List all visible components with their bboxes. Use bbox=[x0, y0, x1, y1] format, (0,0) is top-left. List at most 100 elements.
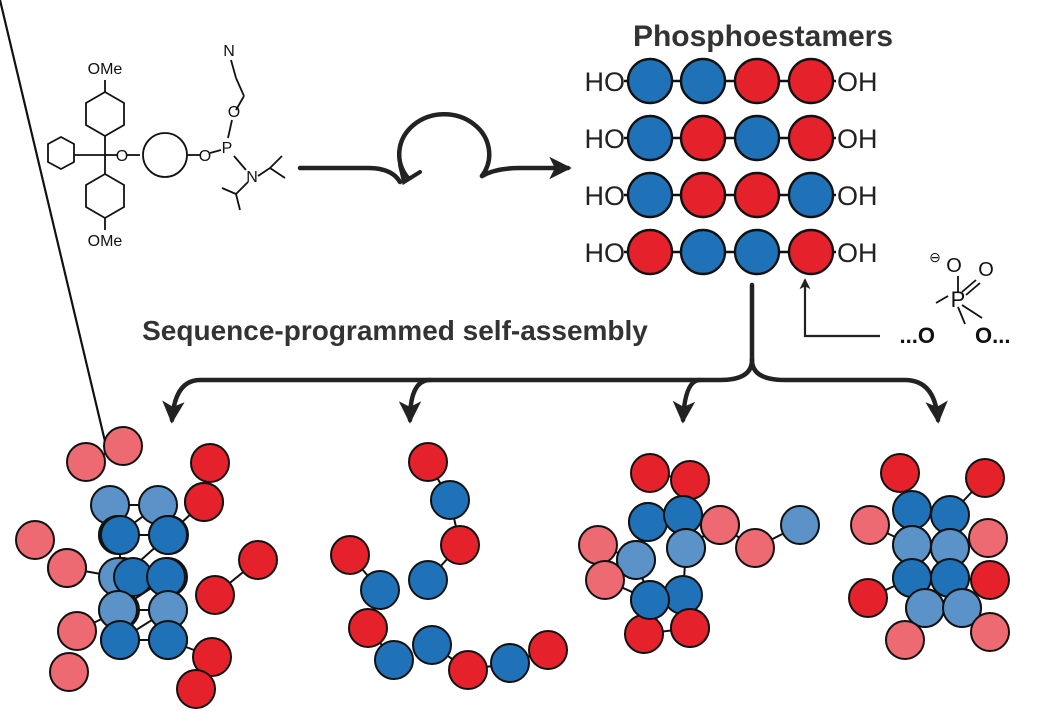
blue-monomer-bead bbox=[733, 228, 781, 276]
light-red-bead bbox=[700, 505, 740, 545]
light-red-bead bbox=[57, 611, 97, 651]
phosphate-backbone-structure: P O O ⊖ ...O O... bbox=[900, 249, 1011, 348]
phosphoramidite-monomer-structure bbox=[47, 59, 286, 230]
red-bead bbox=[965, 458, 1005, 498]
sequence-row: HO OH bbox=[585, 57, 878, 105]
red-bead bbox=[348, 608, 388, 648]
cycle-outlet-arrow bbox=[479, 156, 572, 180]
red-monomer-bead bbox=[787, 57, 835, 105]
light-red-bead bbox=[47, 548, 87, 588]
light-blue-bead bbox=[616, 540, 656, 580]
light-blue-bead bbox=[780, 505, 820, 545]
light-red-bead bbox=[885, 620, 925, 660]
phosphate-phosphorus-label: P bbox=[951, 287, 966, 312]
red-bead bbox=[192, 637, 232, 677]
linker-ring bbox=[142, 132, 188, 178]
light-red-bead bbox=[850, 505, 890, 545]
anisyl-ring-top bbox=[85, 90, 125, 138]
blue-monomer-bead bbox=[679, 57, 727, 105]
strand-backbone bbox=[431, 644, 549, 672]
blue-bead bbox=[360, 570, 400, 610]
red-bead bbox=[448, 650, 488, 690]
assembly-3 bbox=[578, 453, 820, 654]
cyanoethyl-oxygen-label: O bbox=[228, 104, 240, 121]
nitrile-nitrogen-label: N bbox=[223, 43, 235, 60]
light-blue-bead bbox=[666, 528, 706, 568]
cycle-inlet-line bbox=[297, 165, 403, 185]
blue-monomer-bead bbox=[787, 171, 835, 219]
trityl-ether-oxygen-label: O bbox=[116, 148, 128, 165]
amine-nitrogen-label: N bbox=[246, 169, 258, 186]
blue-bead bbox=[630, 580, 670, 620]
blue-bead bbox=[374, 640, 414, 680]
branch-arrow-4 bbox=[749, 357, 948, 424]
branching-arrows bbox=[162, 282, 948, 424]
phosphate-left-oxygen-label: ...O bbox=[900, 323, 935, 348]
sequence-row: HO OH bbox=[585, 171, 878, 219]
red-bead bbox=[440, 525, 480, 565]
branch-arrow-2 bbox=[398, 377, 433, 424]
blue-monomer-bead bbox=[626, 171, 674, 219]
assembly-2 bbox=[330, 442, 568, 690]
light-red-bead bbox=[735, 528, 775, 568]
phenyl-ring bbox=[47, 135, 75, 171]
red-bead bbox=[330, 535, 370, 575]
light-red-bead bbox=[585, 560, 625, 600]
red-bead bbox=[195, 575, 235, 615]
blue-bead bbox=[408, 560, 448, 600]
blue-monomer-bead bbox=[626, 57, 674, 105]
self-assembled-structures bbox=[0, 0, 1010, 709]
methoxy-bottom-label: OMe bbox=[88, 233, 123, 250]
synthesis-cycle-arrow bbox=[297, 112, 572, 186]
branch-arrow-1 bbox=[162, 357, 755, 424]
hydroxyl-end-right: OH bbox=[837, 67, 878, 97]
blue-monomer-bead bbox=[679, 228, 727, 276]
light-red-bead bbox=[970, 612, 1010, 652]
blue-bead bbox=[490, 643, 530, 683]
hydroxyl-end-left: HO bbox=[585, 238, 626, 268]
anisyl-ring-bottom bbox=[85, 172, 125, 220]
red-monomer-bead bbox=[679, 171, 727, 219]
blue-monomer-bead bbox=[626, 114, 674, 162]
hydroxyl-end-right: OH bbox=[837, 181, 878, 211]
blue-bead bbox=[412, 625, 452, 665]
red-bead bbox=[630, 453, 670, 493]
blue-bead bbox=[100, 515, 140, 555]
blue-bead bbox=[892, 490, 932, 530]
assembly-1 bbox=[0, 0, 278, 709]
red-bead bbox=[880, 453, 920, 493]
red-monomer-bead bbox=[733, 171, 781, 219]
red-monomer-bead bbox=[679, 114, 727, 162]
strand-end bbox=[0, 0, 109, 455]
blue-bead bbox=[628, 502, 668, 542]
red-monomer-bead bbox=[733, 57, 781, 105]
light-red-bead bbox=[578, 525, 618, 565]
blue-bead bbox=[148, 515, 188, 555]
red-monomer-bead bbox=[626, 228, 674, 276]
hydroxyl-end-left: HO bbox=[585, 124, 626, 154]
red-bead bbox=[670, 460, 710, 500]
light-red-bead bbox=[15, 520, 55, 560]
hydroxyl-end-right: OH bbox=[837, 238, 878, 268]
red-bead bbox=[238, 540, 278, 580]
light-red-bead bbox=[49, 652, 89, 692]
strand-backbone bbox=[427, 461, 462, 581]
red-monomer-bead bbox=[787, 114, 835, 162]
cycle-loop bbox=[396, 112, 492, 181]
light-red-bead bbox=[968, 518, 1008, 558]
red-bead bbox=[528, 630, 568, 670]
hydroxyl-end-left: HO bbox=[585, 67, 626, 97]
blue-bead bbox=[663, 575, 703, 615]
phosphate-oxygen-double-label: O bbox=[978, 259, 994, 281]
phosphorus-label: P bbox=[222, 140, 233, 157]
phosphate-right-oxygen-label: O... bbox=[975, 323, 1010, 348]
assembly-4 bbox=[848, 453, 1010, 660]
blue-monomer-bead bbox=[733, 114, 781, 162]
red-bead bbox=[190, 443, 230, 483]
red-bead bbox=[624, 614, 664, 654]
hydroxyl-end-left: HO bbox=[585, 181, 626, 211]
red-bead bbox=[176, 669, 216, 709]
